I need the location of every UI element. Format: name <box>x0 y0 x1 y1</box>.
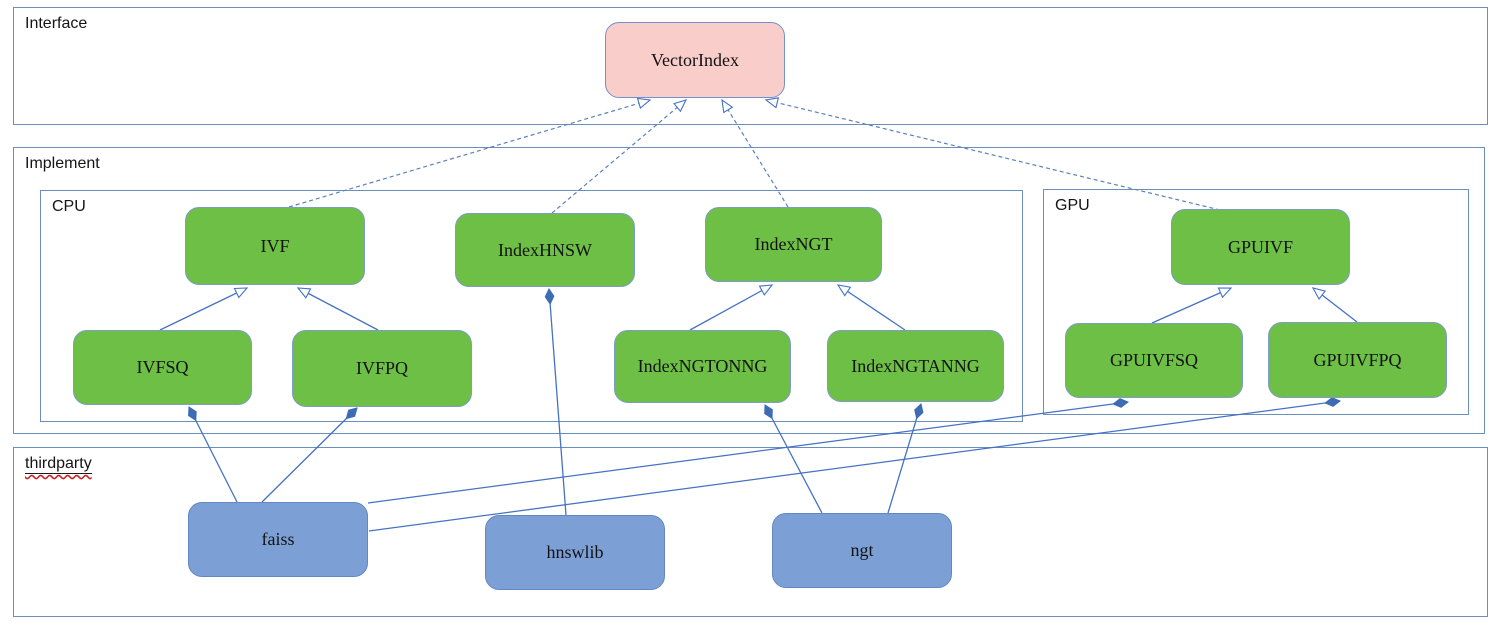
node-indexhnsw[interactable]: IndexHNSW <box>455 213 635 287</box>
node-label-indexngt: IndexNGT <box>754 234 833 254</box>
container-label-thirdparty: thirdparty <box>25 455 92 475</box>
node-ivf[interactable]: IVF <box>185 207 365 285</box>
node-indexngt[interactable]: IndexNGT <box>705 207 882 282</box>
node-ivfsq[interactable]: IVFSQ <box>73 330 252 405</box>
container-label-implement: Implement <box>25 155 100 172</box>
container-label-interface: Interface <box>25 15 88 32</box>
node-ivfpq[interactable]: IVFPQ <box>292 330 472 407</box>
node-gpuivfsq[interactable]: GPUIVFSQ <box>1065 323 1243 398</box>
node-label-indexhnsw: IndexHNSW <box>498 239 592 260</box>
node-label-gpuivfpq: GPUIVFPQ <box>1313 349 1402 370</box>
node-gpuivf[interactable]: GPUIVF <box>1171 209 1350 285</box>
node-label-gpuivfsq: GPUIVFSQ <box>1109 350 1199 370</box>
node-label-gpuivf: GPUIVF <box>1227 236 1293 257</box>
node-indexngtanng[interactable]: IndexNGTANNG <box>827 330 1004 402</box>
node-label-ngt: ngt <box>850 540 874 560</box>
node-indexngtonng[interactable]: IndexNGTONNG <box>614 330 791 403</box>
container-label-cpu: CPU <box>52 198 86 215</box>
node-vectorindex[interactable]: VectorIndex <box>605 22 785 98</box>
node-label-indexngtonng: IndexNGTONNG <box>637 356 768 376</box>
node-ngt[interactable]: ngt <box>772 513 952 588</box>
node-faiss[interactable]: faiss <box>188 502 368 577</box>
node-label-hnswlib: hnswlib <box>546 542 604 562</box>
node-hnswlib[interactable]: hnswlib <box>485 515 665 590</box>
node-label-ivf: IVF <box>260 235 290 256</box>
node-label-ivfpq: IVFPQ <box>355 358 408 378</box>
node-label-faiss: faiss <box>261 529 295 549</box>
node-label-ivfsq: IVFSQ <box>136 357 189 377</box>
container-label-gpu: GPU <box>1055 197 1090 214</box>
node-label-vectorindex: VectorIndex <box>651 49 739 70</box>
node-gpuivfpq[interactable]: GPUIVFPQ <box>1268 322 1447 398</box>
node-label-indexngtanng: IndexNGTANNG <box>851 355 980 376</box>
